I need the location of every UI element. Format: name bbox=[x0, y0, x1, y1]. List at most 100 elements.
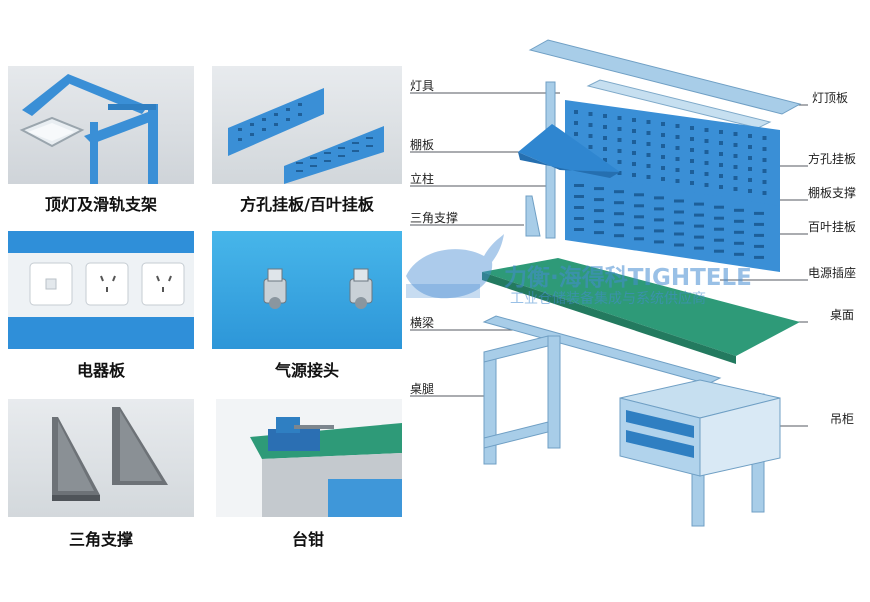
louver-slot bbox=[754, 244, 764, 248]
pegboard-hole bbox=[603, 114, 607, 118]
pegboard-hole bbox=[661, 133, 665, 137]
pegboard-hole bbox=[762, 136, 767, 140]
pegboard-hole bbox=[719, 152, 723, 156]
louver-slot bbox=[674, 210, 684, 214]
louver-slot bbox=[634, 204, 644, 208]
label-shelf-board: 棚板 bbox=[410, 138, 435, 152]
caption-air-connector: 气源接头 bbox=[274, 361, 339, 380]
label-top-plate: 灯顶板 bbox=[812, 91, 849, 105]
louver-slot bbox=[694, 246, 704, 250]
caption-bench-vise: 台钳 bbox=[291, 530, 324, 549]
pegboard-hole bbox=[632, 173, 636, 177]
pegboard-hole bbox=[704, 183, 709, 187]
light-bracket-illustration bbox=[19, 74, 158, 184]
desktop bbox=[482, 258, 800, 356]
pegboard-hole bbox=[617, 171, 622, 175]
tile-air-connector bbox=[212, 231, 402, 349]
louver-slot bbox=[594, 187, 604, 191]
whale-logo-icon bbox=[406, 234, 504, 299]
pegboard-hole bbox=[704, 172, 709, 176]
louver-slot bbox=[614, 223, 624, 227]
pegboard-hole bbox=[748, 178, 752, 182]
watermark-title: 力衡·海得科TIGHTELE bbox=[504, 265, 752, 291]
pegboard-hole bbox=[704, 150, 709, 154]
pegboard-hole bbox=[762, 169, 767, 173]
pegboard-hole bbox=[574, 121, 578, 125]
louver-slot bbox=[574, 217, 584, 220]
louver-slot bbox=[714, 249, 724, 253]
triangle-support bbox=[525, 195, 541, 237]
pegboard-hole bbox=[690, 137, 694, 141]
louver-slot bbox=[714, 216, 724, 220]
louver-slot bbox=[674, 232, 684, 236]
pegboard-hole bbox=[574, 132, 578, 136]
pegboard-hole bbox=[632, 118, 636, 122]
tile-top-light-rail bbox=[8, 66, 194, 184]
pegboard-hole bbox=[748, 167, 752, 171]
louver-slot bbox=[754, 211, 764, 215]
pegboard-hole bbox=[646, 153, 651, 157]
cabinet-drawer-bottom bbox=[626, 430, 694, 458]
louver-slot bbox=[654, 218, 664, 222]
pegboard-illustration bbox=[228, 88, 384, 184]
label-desktop: 桌面 bbox=[830, 308, 855, 322]
pegboard-hole bbox=[762, 191, 767, 195]
louver-panel bbox=[565, 172, 780, 272]
pegboard-hole bbox=[661, 122, 665, 126]
pegboard-hole bbox=[675, 146, 680, 150]
pegboard-hole bbox=[733, 165, 738, 169]
louver-slot bbox=[734, 230, 744, 234]
pegboard-hole bbox=[588, 112, 593, 116]
pegboard-hole bbox=[617, 138, 622, 142]
label-triangle-support: 三角支撑 bbox=[410, 211, 459, 225]
louver-slot bbox=[694, 202, 704, 206]
louver-slot bbox=[654, 240, 664, 244]
pegboard-hole bbox=[646, 131, 651, 135]
light-fixture bbox=[586, 79, 772, 129]
louver-slot bbox=[574, 228, 584, 231]
crossbeam bbox=[482, 315, 722, 385]
louver-slot bbox=[634, 215, 644, 219]
watermark: 力衡·海得科TIGHTELE 工业仓储装备集成与系统供应商 bbox=[400, 220, 820, 320]
pegboard-hole bbox=[617, 116, 622, 120]
louver-slot bbox=[734, 241, 744, 245]
louver-slot bbox=[714, 205, 724, 209]
pegboard-hole bbox=[690, 126, 694, 130]
label-shelf-support: 棚板支撑 bbox=[808, 186, 857, 200]
louver-slot bbox=[734, 252, 744, 256]
pegboard-hole bbox=[733, 187, 738, 191]
pegboard-hole bbox=[675, 135, 680, 139]
pegboard-hole bbox=[690, 148, 694, 152]
louver-slot bbox=[654, 207, 664, 211]
louver-slot bbox=[694, 224, 704, 228]
louver-slot bbox=[574, 206, 584, 209]
pegboard-hole bbox=[661, 166, 665, 170]
pegboard-hole bbox=[632, 151, 636, 155]
pegboard-hole bbox=[574, 110, 578, 114]
pegboard-hole bbox=[588, 134, 593, 138]
louver-slot bbox=[654, 196, 664, 200]
bench-vise-illustration bbox=[250, 417, 402, 517]
tile-pegboard-louver bbox=[212, 66, 402, 184]
pegboard-hole bbox=[646, 175, 651, 179]
pegboard-hole bbox=[675, 157, 680, 161]
louver-slot bbox=[594, 198, 604, 202]
louver-slot bbox=[694, 213, 704, 217]
pegboard-hole bbox=[661, 177, 665, 181]
louver-slot bbox=[614, 190, 624, 194]
pegboard-hole bbox=[617, 160, 622, 164]
label-light-fixture: 灯具 bbox=[410, 79, 435, 93]
pegboard-hole bbox=[733, 154, 738, 158]
louver-slot bbox=[754, 255, 764, 259]
tile-power-panel bbox=[8, 231, 194, 349]
pegboard-hole bbox=[588, 145, 593, 149]
pegboard-hole bbox=[661, 155, 665, 159]
pegboard-hole bbox=[762, 180, 767, 184]
pegboard-hole bbox=[588, 123, 593, 127]
label-upright-post: 立柱 bbox=[410, 172, 435, 186]
pegboard-hole bbox=[719, 141, 723, 145]
pegboard-hole bbox=[748, 189, 752, 193]
label-louver-panel: 百叶挂板 bbox=[808, 220, 857, 234]
pegboard-hole bbox=[617, 149, 622, 153]
